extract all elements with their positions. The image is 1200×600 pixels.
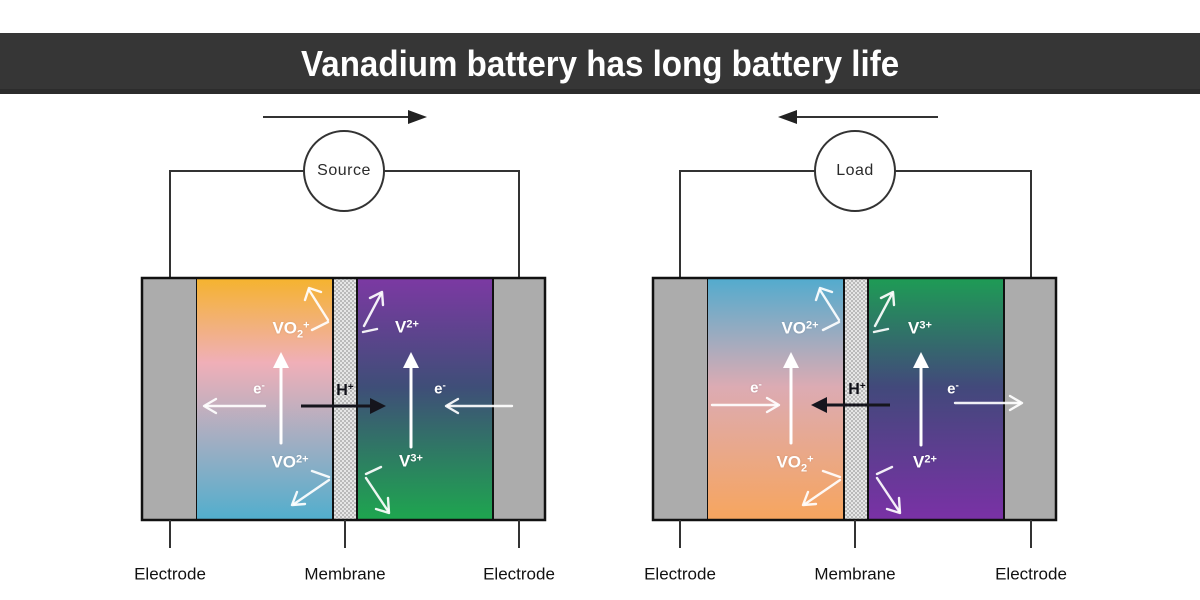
title-banner: Vanadium battery has long battery life bbox=[0, 33, 1200, 94]
load-label: Load bbox=[836, 162, 874, 179]
caption-left-electrode: Electrode bbox=[134, 564, 206, 584]
ion-membrane-arrow-bottom bbox=[364, 465, 391, 515]
electron-label-right: e- bbox=[947, 380, 959, 398]
ion-label-anolyte-top: V3+ bbox=[908, 318, 932, 338]
ion-membrane-arrow-top bbox=[814, 286, 841, 332]
discharge-diagram-graphic bbox=[651, 110, 1058, 548]
ion-membrane-arrow-bottom bbox=[875, 465, 902, 515]
cell bbox=[140, 276, 547, 522]
left-electrode bbox=[652, 277, 709, 521]
wire-right bbox=[895, 170, 1032, 278]
left-cell-flow-arrows bbox=[202, 286, 331, 507]
caption-right-electrode: Electrode bbox=[483, 564, 555, 584]
current-direction-arrow bbox=[778, 110, 938, 124]
ion-label-catholyte-bottom: VO2+ bbox=[271, 452, 309, 472]
wire-right bbox=[384, 170, 520, 278]
wire-left bbox=[679, 170, 815, 278]
right-half-cell bbox=[868, 278, 1004, 520]
electron-label-left: e- bbox=[750, 379, 762, 397]
caption-right-electrode: Electrode bbox=[995, 564, 1067, 584]
membrane bbox=[332, 277, 358, 521]
electron-label-left: e- bbox=[253, 380, 265, 398]
ion-label-anolyte-bottom: V3+ bbox=[399, 451, 423, 471]
wire-left bbox=[169, 170, 304, 278]
caption-left-electrode: Electrode bbox=[644, 564, 716, 584]
right-half-cell bbox=[357, 278, 493, 520]
source-label: Source bbox=[317, 162, 371, 179]
caption-ticks bbox=[679, 520, 1032, 548]
ion-label-catholyte-bottom: VO2+ bbox=[776, 452, 814, 475]
right-cell-flow-arrows bbox=[361, 290, 514, 515]
page-title: Vanadium battery has long battery life bbox=[300, 42, 900, 84]
proton-label: H+ bbox=[848, 381, 866, 398]
ion-label-catholyte-top: VO2+ bbox=[781, 318, 819, 338]
right-electrode bbox=[492, 277, 546, 521]
right-electrode bbox=[1003, 277, 1057, 521]
ion-membrane-arrow-top bbox=[303, 286, 330, 332]
ion-membrane-arrow-bottom bbox=[290, 469, 331, 507]
electron-arrow bbox=[202, 397, 267, 415]
source-circle bbox=[303, 130, 385, 212]
ion-membrane-arrow-top bbox=[361, 290, 385, 334]
left-cell-flow-arrows bbox=[710, 286, 842, 507]
ion-membrane-arrow-bottom bbox=[801, 469, 842, 507]
ion-label-anolyte-top: V2+ bbox=[395, 317, 419, 337]
right-cell-flow-arrows bbox=[872, 290, 1024, 515]
current-direction-arrow bbox=[263, 110, 427, 124]
caption-ticks bbox=[169, 520, 520, 548]
charge-diagram-graphic bbox=[140, 110, 547, 548]
left-half-cell bbox=[197, 278, 333, 520]
cell-outline bbox=[140, 276, 547, 522]
ion-membrane-arrow-top bbox=[872, 290, 896, 334]
proton-label: H+ bbox=[336, 382, 354, 399]
ion-label-anolyte-bottom: V2+ bbox=[913, 452, 937, 472]
caption-membrane: Membrane bbox=[304, 564, 386, 584]
caption-membrane: Membrane bbox=[814, 564, 896, 584]
proton-arrow bbox=[811, 397, 890, 413]
electron-arrow bbox=[710, 396, 781, 414]
electron-arrow bbox=[953, 394, 1024, 412]
membrane bbox=[843, 277, 869, 521]
load-circle bbox=[814, 130, 896, 212]
electron-arrow bbox=[444, 397, 514, 415]
proton-arrow bbox=[301, 398, 386, 414]
cell bbox=[651, 276, 1058, 522]
ion-label-catholyte-top: VO2+ bbox=[272, 318, 310, 341]
left-half-cell bbox=[708, 278, 844, 520]
electron-label-right: e- bbox=[434, 380, 446, 398]
